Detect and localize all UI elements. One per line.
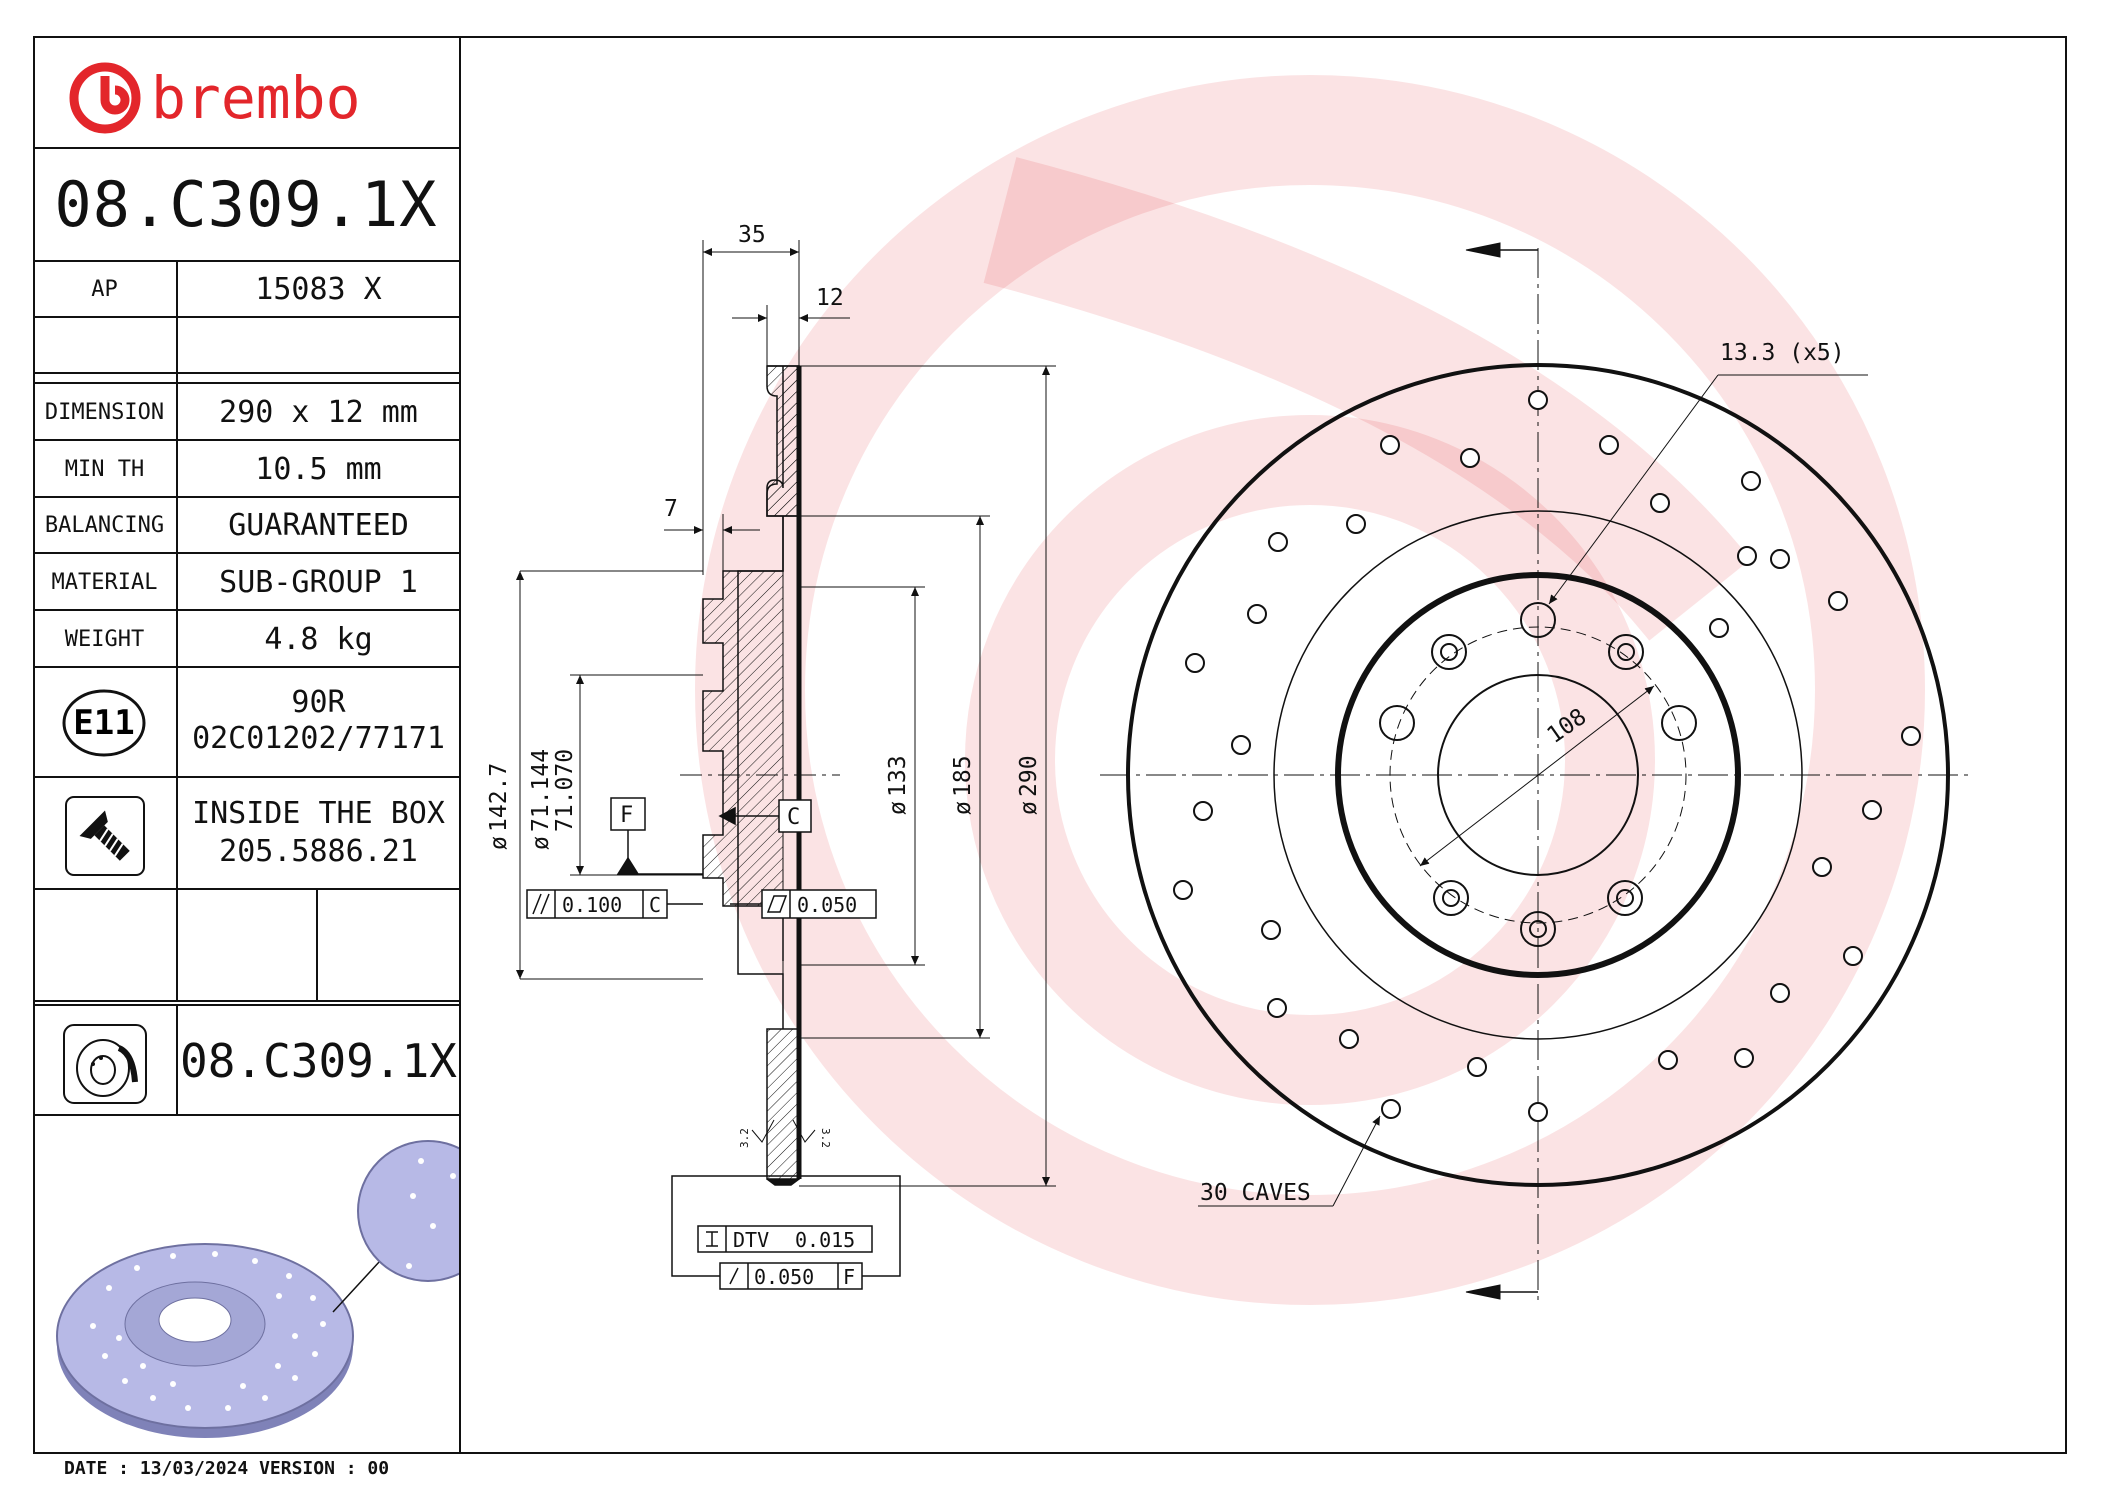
- dim-dia-290: 290: [1016, 755, 1042, 797]
- disc-cross-section-icon: [63, 1024, 147, 1104]
- spec-value: 15083 X: [255, 272, 382, 307]
- spec-row-dimension: DIMENSION 290 x 12 mm: [33, 384, 459, 441]
- screws-line2: 205.5886.21: [219, 834, 418, 869]
- screws-line1: INSIDE THE BOX: [192, 796, 445, 831]
- e11-badge-icon: E11: [62, 689, 146, 757]
- runout-ref: F: [843, 1265, 855, 1289]
- dim-hat-offset: 7: [664, 496, 678, 522]
- brembo-logo: brembo: [69, 62, 361, 134]
- homologation-row: E11 90R 02C01202/77171: [33, 668, 459, 778]
- spec-value: 10.5 mm: [255, 452, 382, 487]
- disc-3d-render: [56, 1140, 459, 1438]
- cross-section-view: [702, 365, 802, 1186]
- roughness-left: 3.2: [738, 1128, 751, 1148]
- datum-c-label: C: [787, 805, 800, 830]
- dim-thickness: 12: [816, 285, 844, 311]
- spacer-line: [33, 1002, 459, 1006]
- screws-row: INSIDE THE BOX 205.5886.21: [33, 778, 459, 890]
- empty-row: [33, 890, 459, 1002]
- part-number: 08.C309.1X: [54, 168, 438, 241]
- variant-part-number: 08.C309.1X: [180, 1034, 457, 1088]
- svg-text:E11: E11: [73, 703, 134, 743]
- svg-text:ø: ø: [950, 801, 976, 815]
- spec-label: DIMENSION: [44, 400, 165, 425]
- flatness-value: 0.050: [797, 893, 857, 917]
- spec-row-min-th: MIN TH 10.5 mm: [33, 441, 459, 498]
- screw-icon: [65, 796, 145, 876]
- pcd-label: 108: [1543, 704, 1592, 749]
- parallelism-value: 0.100: [562, 893, 622, 917]
- datum-markers: [610, 797, 812, 875]
- spec-label: MATERIAL: [51, 570, 158, 595]
- spec-label: AP: [91, 277, 118, 302]
- svg-text:ø: ø: [885, 801, 911, 815]
- spec-value: GUARANTEED: [228, 508, 409, 543]
- dtv-label: DTV: [733, 1228, 769, 1252]
- spec-label: MIN TH: [64, 457, 145, 482]
- dim-dia-71-min: 71.070: [552, 749, 578, 832]
- spec-row-weight: WEIGHT 4.8 kg: [33, 611, 459, 668]
- roughness-right: 3.2: [819, 1128, 832, 1148]
- spec-label: BALANCING: [44, 513, 165, 538]
- dim-dia-142: 142.7: [486, 763, 512, 832]
- homologation-line1: 90R: [291, 685, 346, 720]
- caves-label: 30 CAVES: [1200, 1180, 1311, 1206]
- logo-row: brembo: [33, 36, 459, 149]
- variant-row: 08.C309.1X: [33, 1006, 459, 1116]
- spec-value: SUB-GROUP 1: [219, 565, 418, 600]
- front-view: [1100, 242, 1972, 1300]
- footer-date-version: DATE : 13/03/2024 VERSION : 00: [64, 1458, 390, 1479]
- svg-text:ø: ø: [1016, 801, 1042, 815]
- runout-value: 0.050: [754, 1265, 814, 1289]
- roughness-symbols: [751, 1119, 816, 1143]
- dim-dia-71-max: 71.144: [528, 749, 554, 832]
- dim-dia-185: 185: [950, 755, 976, 797]
- spec-row-material: MATERIAL SUB-GROUP 1: [33, 554, 459, 611]
- homologation-line2: 02C01202/77171: [192, 721, 445, 756]
- datum-f-label: F: [620, 803, 633, 828]
- feature-control-frames: [526, 889, 901, 1290]
- bolt-holes-label: 13.3 (x5): [1720, 340, 1845, 366]
- drawing-frame: [33, 36, 2067, 1454]
- svg-text:ø: ø: [528, 836, 554, 850]
- spec-row-blank: [33, 318, 459, 374]
- spec-value: 4.8 kg: [264, 622, 373, 657]
- spec-value: 290 x 12 mm: [219, 395, 418, 430]
- dtv-value: 0.015: [795, 1228, 855, 1252]
- bolt-holes: [1379, 602, 1697, 947]
- part-number-row: 08.C309.1X: [33, 149, 459, 262]
- parallelism-ref: C: [649, 893, 661, 917]
- drilled-holes: [1173, 390, 1921, 1122]
- section-dimensions: [516, 240, 1056, 1187]
- front-view-leaders: [1198, 374, 1868, 1207]
- brand-name: brembo: [151, 64, 361, 132]
- title-block: brembo 08.C309.1X AP 15083 X DIMENSION 2…: [33, 36, 461, 1454]
- spec-label: WEIGHT: [64, 627, 145, 652]
- dim-total-height: 35: [738, 222, 766, 248]
- svg-text:ø: ø: [486, 836, 512, 850]
- spec-gap: [33, 374, 459, 384]
- dim-dia-133: 133: [885, 755, 911, 797]
- spec-row-balancing: BALANCING GUARANTEED: [33, 498, 459, 554]
- spec-row-ap: AP 15083 X: [33, 262, 459, 318]
